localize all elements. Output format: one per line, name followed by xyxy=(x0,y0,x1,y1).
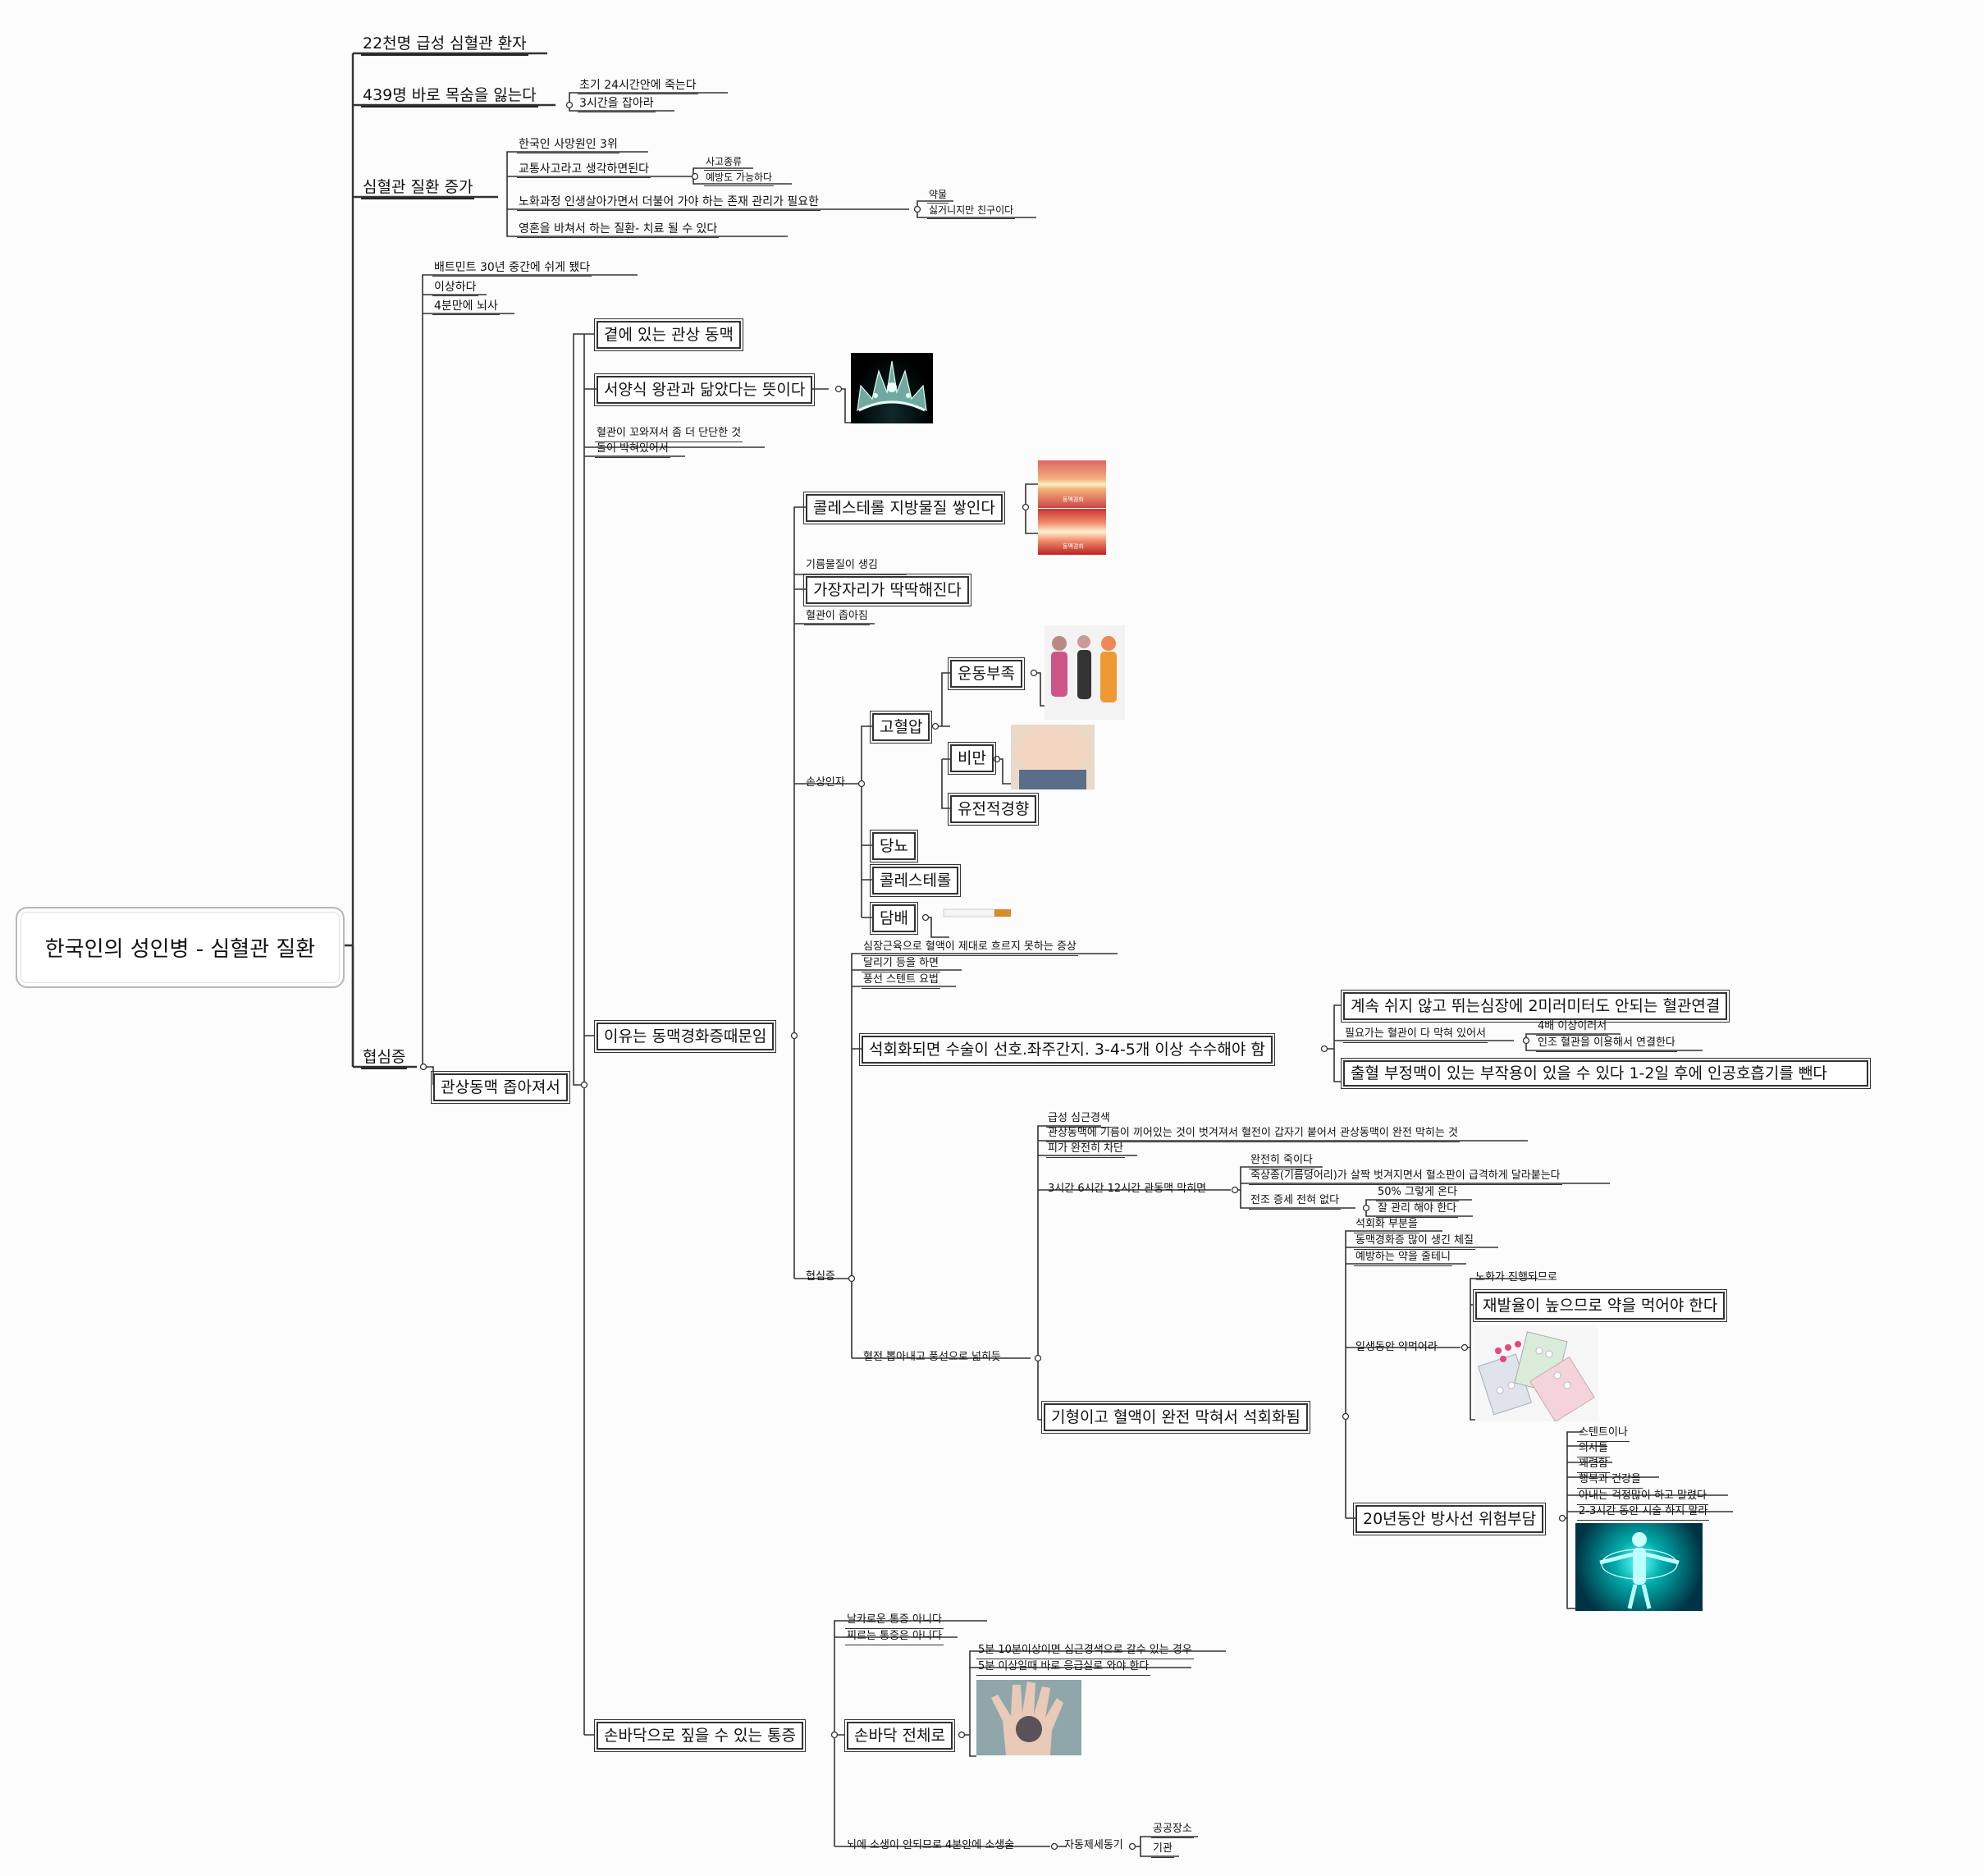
artery-image-label: 동맥경화 xyxy=(1063,496,1084,503)
coronary-note[interactable]: 혈관이 꼬와져서 좀 더 단단한 것 xyxy=(595,426,743,442)
hours-note[interactable]: 완전히 죽이다 xyxy=(1249,1153,1314,1169)
calcified-keep[interactable]: 계속 쉬지 않고 뛰는심장에 2미러미터도 안되는 혈관연결 xyxy=(1340,990,1730,1023)
body-icon xyxy=(1599,1532,1680,1609)
crown-icon xyxy=(857,360,927,412)
people-icon xyxy=(1045,625,1125,720)
artery-image: 동맥경화 xyxy=(1038,460,1106,508)
radiation-note[interactable]: 꽤렴함 xyxy=(1577,1457,1610,1473)
attack-note[interactable]: 이상하다 xyxy=(432,280,478,296)
artery-image: 동맥경화 xyxy=(1038,509,1106,555)
prognosis-note[interactable]: 잘 관리 해야 한다 xyxy=(1376,1201,1459,1218)
topic-crown[interactable]: 서양식 왕관과 닮았다는 뜻이다 xyxy=(593,373,816,406)
topic-calcified[interactable]: 석회화되면 수술이 선호.좌주간지. 3-4-5개 이상 수수해야 함 xyxy=(859,1033,1275,1066)
risk-obesity[interactable]: 비만 xyxy=(948,742,996,775)
risk-hypertension[interactable]: 고혈압 xyxy=(869,711,933,744)
artery-image-label: 동맥경화 xyxy=(1063,543,1084,550)
radiation-note[interactable]: 의사들 xyxy=(1577,1441,1610,1457)
deaths-note[interactable]: 3시간을 잡아라 xyxy=(578,96,656,112)
risk-diabetes[interactable]: 당뇨 xyxy=(870,830,918,863)
attack-note[interactable]: 배트민트 30년 중간에 쉬게 됐다 xyxy=(432,260,592,277)
reason-fibrous[interactable]: 기름물질이 생김 xyxy=(804,558,880,574)
hours-note[interactable]: 죽상종(기름덩어리)가 살짝 벗겨지면서 혈소판이 급격하게 달라붙는다 xyxy=(1249,1169,1562,1185)
belly-icon xyxy=(1016,726,1090,789)
topic-palm-whole[interactable]: 손바닥 전체로 xyxy=(844,1719,955,1752)
increase-rank[interactable]: 한국인 사망원인 3위 xyxy=(517,137,619,153)
radiation-note[interactable]: 스텐트이나 xyxy=(1577,1425,1630,1442)
topic-beside[interactable]: 곁에 있는 관상 동맥 xyxy=(594,318,743,351)
cigarette-icon xyxy=(943,908,1011,917)
increase-aging[interactable]: 노화과정 인생살아가면서 더불어 가야 하는 존재 관리가 필요한 xyxy=(517,194,821,211)
balloon-note[interactable]: 관상동맥에 기름이 끼어있는 것이 벗겨져서 혈전이 갑자기 붙어서 관상동맥이… xyxy=(1046,1126,1460,1142)
blocked-note[interactable]: 4배 이상이러서 xyxy=(1536,1019,1609,1036)
pills-icon xyxy=(1477,1331,1595,1421)
risk-cholesterol[interactable]: 콜레스테롤 xyxy=(869,864,962,897)
risk-genetic[interactable]: 유전적경향 xyxy=(947,793,1040,826)
risk-exercise[interactable]: 운동부족 xyxy=(948,657,1025,690)
balloon-note[interactable]: 피가 완전히 차단 xyxy=(1046,1142,1125,1158)
palm-defib[interactable]: 자동제세동기 xyxy=(1064,1839,1123,1851)
pills-image xyxy=(1475,1326,1598,1421)
blocked-lifelong[interactable]: 일생동안 약먹어라 xyxy=(1355,1341,1438,1353)
defib-note[interactable]: 기관 xyxy=(1151,1842,1174,1858)
topic-radiation[interactable]: 20년동안 방사선 위험부담 xyxy=(1352,1503,1547,1535)
palm-whole-note[interactable]: 5분 10분이상이면 심근경색으로 갈수 있는 경우 xyxy=(976,1643,1194,1659)
topic-increase[interactable]: 심혈관 질환 증가 xyxy=(361,177,475,199)
balloon-note[interactable]: 급성 심근경색 xyxy=(1046,1111,1112,1128)
increase-accident[interactable]: 교통사고라고 생각하면된다 xyxy=(517,162,651,178)
radiation-note[interactable]: 2-3시간 동안 시술 하지 말라 xyxy=(1577,1504,1710,1521)
accident-note[interactable]: 예방도 가능하다 xyxy=(704,170,775,186)
palm-whole-note[interactable]: 5분 이상일때 바로 응급실로 와야 한다 xyxy=(976,1659,1151,1676)
reason-angina[interactable]: 협심증 xyxy=(806,1270,835,1283)
blocked-calcified-note[interactable]: 예방하는 약을 줄테니 xyxy=(1354,1250,1452,1266)
topic-palm-pain[interactable]: 손바닥으로 짚을 수 있는 통증 xyxy=(594,1719,806,1752)
risk-smoking[interactable]: 담배 xyxy=(870,902,918,935)
topic-edges[interactable]: 가장자리가 딱딱해진다 xyxy=(803,574,971,606)
topic-patients[interactable]: 22천명 급성 심혈관 환자 xyxy=(361,34,528,56)
reason-narrow[interactable]: 혈관이 좁아짐 xyxy=(804,609,870,625)
hand-icon xyxy=(976,1680,1081,1755)
topic-reason[interactable]: 이유는 동맥경화증때문임 xyxy=(593,1020,777,1053)
lifelong-aging[interactable]: 노화가 진행되므로 xyxy=(1475,1271,1557,1283)
balloon-hours[interactable]: 3시간 6시간 12시간 관동맥 막히면 xyxy=(1048,1183,1207,1195)
topic-cholesterol-plaque[interactable]: 콜레스테롤 지방물질 쌓인다 xyxy=(803,492,1005,524)
calcified-bleeding[interactable]: 출혈 부정맥이 있는 부작용이 있을 수 있다 1-2일 후에 인공호흡기를 뺀… xyxy=(1341,1058,1871,1089)
blocked-note[interactable]: 인조 혈관을 이용해서 연결한다 xyxy=(1536,1036,1677,1052)
radiation-note[interactable]: 행복과 건강을 xyxy=(1577,1472,1643,1489)
deaths-note[interactable]: 초기 24시간안에 죽는다 xyxy=(578,78,698,94)
blocked-calcified-note[interactable]: 동맥경화증 많이 생긴 체질 xyxy=(1354,1233,1475,1250)
angina-note[interactable]: 심장근육으로 혈액이 제대로 흐르지 못하는 증상 xyxy=(862,940,1078,956)
body-image xyxy=(1575,1523,1703,1611)
palm-note[interactable]: 날카로운 통증 아니다 xyxy=(845,1613,944,1629)
belly-image xyxy=(1011,725,1095,789)
topic-attack[interactable]: 협심증 xyxy=(361,1047,408,1069)
palm-image xyxy=(976,1680,1081,1755)
cigarette-image xyxy=(942,901,1013,924)
prognosis-note[interactable]: 50% 그렇게 온다 xyxy=(1376,1185,1459,1201)
angina-note[interactable]: 달리기 등을 하면 xyxy=(862,956,940,972)
coronary-note[interactable]: 돌이 박혀있어서 xyxy=(595,442,670,458)
lifelong-relapse[interactable]: 재발율이 높으므로 약을 먹어야 한다 xyxy=(1472,1289,1728,1322)
radiation-note[interactable]: 아내는 걱정많이 하고 말렸다 xyxy=(1577,1489,1708,1505)
angina-note[interactable]: 풍선 스텐트 요법 xyxy=(862,972,940,989)
topic-blocked-calcified[interactable]: 기형이고 혈액이 완전 막혀서 석회화됨 xyxy=(1041,1401,1310,1434)
crown-image xyxy=(851,353,933,423)
calcified-blocked[interactable]: 필요가는 혈관이 다 막혀 있어서 xyxy=(1343,1027,1488,1043)
hours-prognosis[interactable]: 전조 증세 전혀 없다 xyxy=(1249,1193,1342,1210)
aging-note[interactable]: 싫거니지만 친구이다 xyxy=(927,203,1016,219)
palm-note[interactable]: 찌르는 통증은 아니다 xyxy=(845,1629,944,1645)
defib-note[interactable]: 공공장소 xyxy=(1151,1822,1194,1838)
balloon-label[interactable]: 혈전 뽑아내고 풍선으로 넓히듯 xyxy=(863,1351,1001,1363)
accident-note[interactable]: 사고종류 xyxy=(704,154,744,171)
aging-note[interactable]: 약물 xyxy=(927,187,949,204)
topic-coronary[interactable]: 관상동맥 좁아져서 xyxy=(431,1071,570,1104)
root-topic[interactable]: 한국인의 성인병 - 심혈관 질환 xyxy=(16,907,345,988)
blocked-calcified-note[interactable]: 석회화 부분을 xyxy=(1354,1217,1419,1233)
palm-brain[interactable]: 뇌에 소생이 안되므로 4분안에 소생술 xyxy=(847,1839,1015,1851)
people-image xyxy=(1045,625,1125,720)
increase-soul[interactable]: 영혼을 바쳐서 하는 질환- 치료 될 수 있다 xyxy=(517,222,720,238)
reason-risk[interactable]: 손상인자 xyxy=(806,776,845,789)
topic-deaths[interactable]: 439명 바로 목숨을 잃는다 xyxy=(361,85,538,108)
attack-note[interactable]: 4분만에 뇌사 xyxy=(432,299,500,315)
